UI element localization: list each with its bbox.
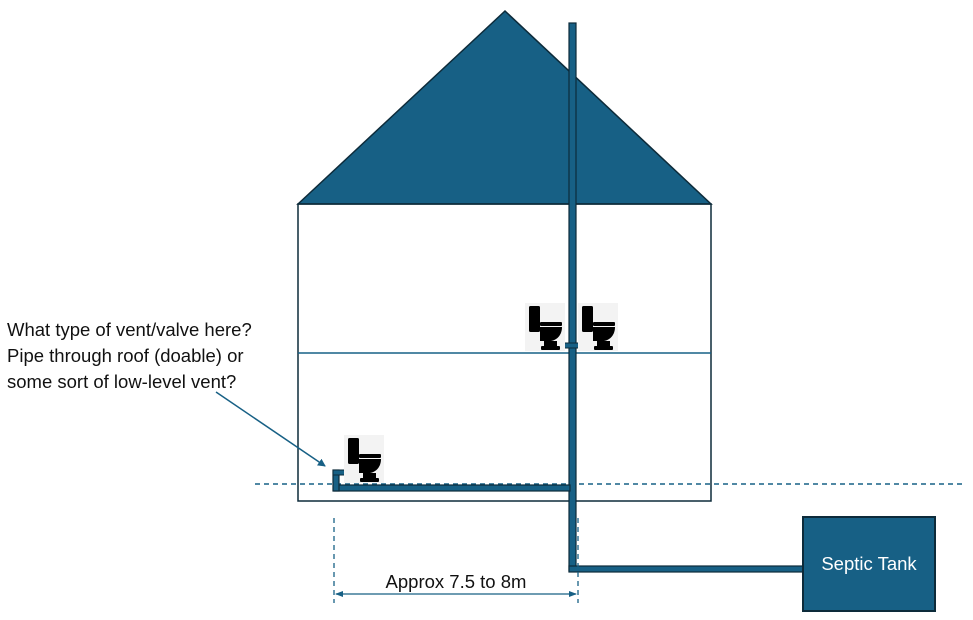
septic-tank-label: Septic Tank (821, 553, 917, 574)
pipe-to-septic-tank (568, 565, 804, 573)
annotation-line: Pipe through roof (doable) or (7, 345, 244, 366)
annotation-line: some sort of low-level vent? (7, 371, 237, 392)
septic-tank: Septic Tank (802, 516, 936, 612)
toilet-icon (344, 435, 384, 483)
roof (296, 9, 713, 205)
septic-tank-box (802, 516, 936, 612)
dimension-label: Approx 7.5 to 8m (385, 571, 527, 592)
annotation-line: What type of vent/valve here? (7, 319, 252, 340)
downstairs-horizontal-pipe (332, 469, 571, 492)
vent-question-annotation: What type of vent/valve here? Pipe throu… (7, 317, 307, 395)
toilet-icon (525, 303, 565, 351)
annotation-arrow (215, 391, 326, 467)
toilet-icon (578, 303, 618, 351)
